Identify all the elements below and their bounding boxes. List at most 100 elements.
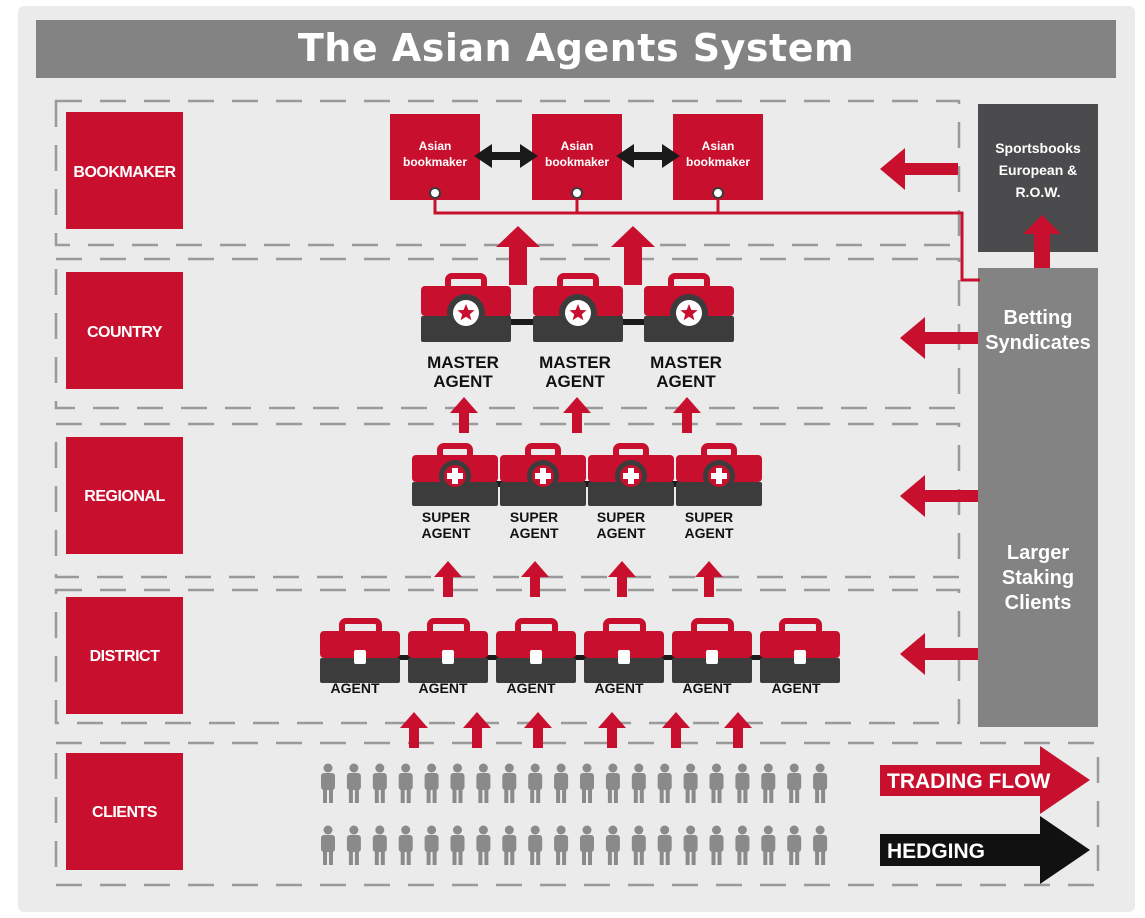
client-person-icon	[346, 825, 361, 865]
agent-row: AGENT AGENT AGENT AGENT AGENT AGENT	[320, 621, 840, 696]
bookmaker-dot-3	[712, 187, 724, 199]
client-person-icon	[657, 825, 672, 865]
client-person-icon	[580, 825, 594, 865]
master-agent-label-1b: AGENT	[433, 372, 493, 391]
agent-label-4: AGENT	[595, 680, 644, 696]
master-agent-row: MASTER AGENT MASTER AGENT MASTER AGENT	[421, 276, 734, 391]
master-agent-label-3b: AGENT	[656, 372, 716, 391]
client-person-icon	[321, 825, 335, 865]
super-agent-label-4a: SUPER	[685, 509, 733, 525]
client-person-icon	[787, 763, 802, 803]
client-person-icon	[787, 825, 802, 865]
level-box-country	[66, 272, 183, 389]
level-label-district: DISTRICT	[90, 648, 161, 665]
syndicates-panel	[978, 268, 1098, 727]
client-person-icon	[580, 763, 594, 803]
agent-bag-2	[408, 621, 488, 683]
client-person-icon	[709, 825, 724, 865]
super-agent-label-4b: AGENT	[685, 525, 734, 541]
staking-label-2: Staking	[1002, 567, 1074, 589]
client-person-icon	[476, 763, 491, 803]
super-agent-label-1a: SUPER	[422, 509, 470, 525]
bookmaker-label-3b: bookmaker	[686, 155, 750, 169]
master-agent-label-3a: MASTER	[650, 353, 722, 372]
client-person-icon	[631, 825, 646, 865]
level-box-district	[66, 597, 183, 714]
agent-bag-5	[672, 621, 752, 683]
sportsbooks-flow-arrow	[880, 148, 958, 190]
regional-up-arrow-2	[563, 397, 591, 433]
hedging-label: HEDGING	[887, 840, 985, 863]
master-agent-bag-1	[421, 276, 511, 342]
legend: TRADING FLOW HEDGING	[880, 746, 1090, 884]
bookmaker-box-3	[673, 114, 763, 200]
agent-label-1: AGENT	[331, 680, 380, 696]
regional-up-arrow-1	[450, 397, 478, 433]
syndicates-label-2: Syndicates	[985, 332, 1091, 354]
client-person-icon	[372, 825, 387, 865]
band-clients	[54, 741, 1100, 887]
district-up-arrow-1	[434, 561, 462, 597]
super-agent-bag-3	[588, 446, 674, 506]
level-column: BOOKMAKER COUNTRY REGIONAL DISTRICT CLIE…	[66, 112, 183, 870]
clients-crowd	[321, 763, 828, 865]
staking-flow-arrow-regional	[900, 475, 978, 517]
level-box-bookmaker	[66, 112, 183, 229]
agent-label-2: AGENT	[419, 680, 468, 696]
bookmaker-dot-2	[571, 187, 583, 199]
level-label-clients: CLIENTS	[92, 804, 158, 821]
country-up-arrow-1	[496, 226, 540, 285]
client-person-icon	[450, 825, 465, 865]
client-person-icon	[813, 825, 828, 865]
agent-bag-3	[496, 621, 576, 683]
bookmaker-label-1a: Asian	[419, 139, 452, 153]
staking-label-1: Larger	[1007, 542, 1069, 564]
client-person-icon	[605, 763, 620, 803]
super-agent-label-2b: AGENT	[510, 525, 559, 541]
level-label-bookmaker: BOOKMAKER	[73, 164, 176, 181]
client-person-icon	[554, 763, 569, 803]
page-title: The Asian Agents System	[36, 20, 1116, 78]
agent-bag-4	[584, 621, 664, 683]
super-agent-bag-2	[500, 446, 586, 506]
super-agent-bag-4	[676, 446, 762, 506]
client-person-icon	[502, 825, 517, 865]
super-agent-label-2a: SUPER	[510, 509, 558, 525]
master-agent-bag-2	[533, 276, 623, 342]
client-person-icon	[657, 763, 672, 803]
staking-label-3: Clients	[1005, 592, 1072, 614]
bookmaker-label-1b: bookmaker	[403, 155, 467, 169]
client-person-icon	[554, 825, 569, 865]
client-person-icon	[761, 825, 776, 865]
client-person-icon	[372, 763, 387, 803]
bookmaker-dot-1	[429, 187, 441, 199]
client-person-icon	[735, 763, 750, 803]
trading-flow-label: TRADING FLOW	[887, 770, 1050, 793]
client-person-icon	[502, 763, 517, 803]
client-person-icon	[683, 763, 698, 803]
level-label-country: COUNTRY	[87, 324, 163, 341]
level-label-regional: REGIONAL	[84, 488, 165, 505]
super-agent-label-1b: AGENT	[422, 525, 471, 541]
super-agent-bag-1	[412, 446, 498, 506]
client-person-icon	[398, 825, 413, 865]
district-up-arrow-3	[608, 561, 636, 597]
client-person-icon	[528, 825, 543, 865]
client-person-icon	[605, 825, 620, 865]
bookmaker-label-3a: Asian	[702, 139, 735, 153]
master-agent-label-2a: MASTER	[539, 353, 611, 372]
client-person-icon	[476, 825, 491, 865]
sportsbooks-label-1: Sportsbooks	[995, 140, 1081, 156]
client-person-icon	[346, 763, 361, 803]
client-person-icon	[321, 763, 335, 803]
bookmaker-label-2a: Asian	[561, 139, 594, 153]
syndicates-label-1: Betting	[1004, 307, 1073, 329]
agent-label-5: AGENT	[683, 680, 732, 696]
agent-label-6: AGENT	[772, 680, 821, 696]
client-person-icon	[528, 763, 543, 803]
client-person-icon	[424, 763, 439, 803]
hedging-line	[433, 196, 980, 282]
client-person-icon	[761, 763, 776, 803]
syndicates-to-sportsbooks-arrow	[1023, 215, 1061, 268]
